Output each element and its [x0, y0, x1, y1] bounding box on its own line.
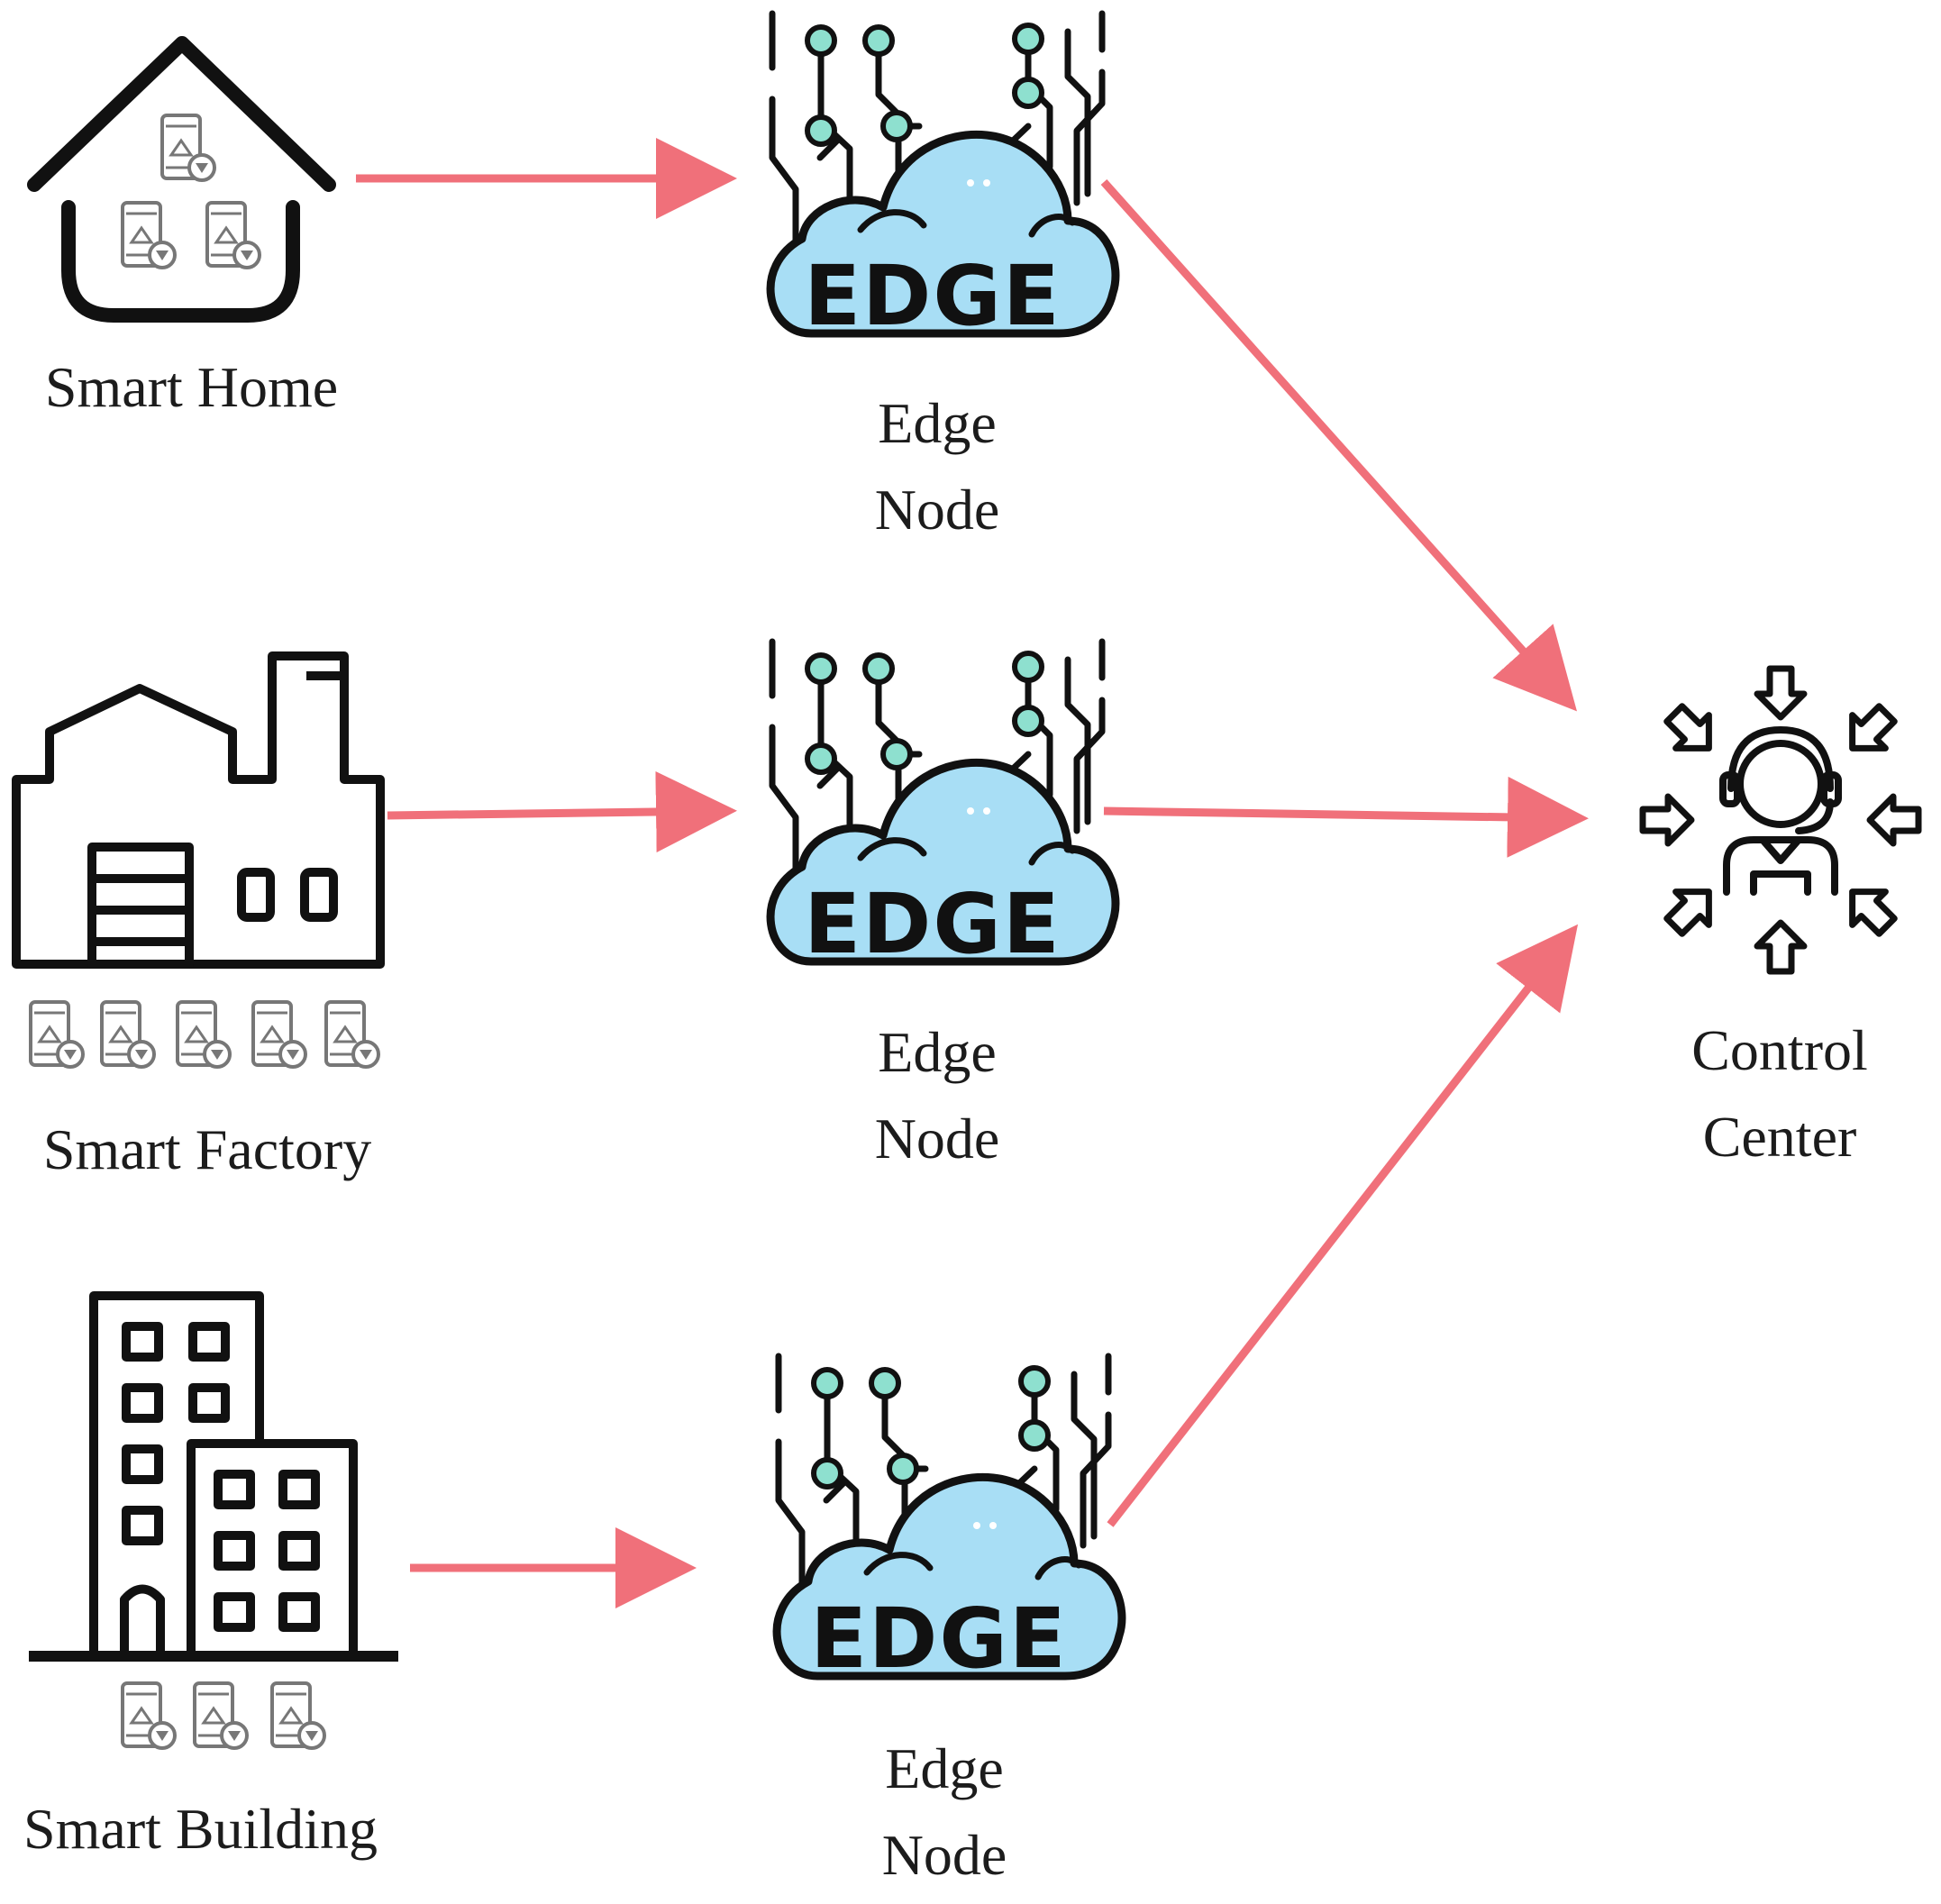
flow-arrows	[356, 138, 1589, 1608]
arrow-edge2-to-control	[1103, 776, 1589, 858]
building-devices	[121, 1681, 326, 1750]
iot-device-icon	[121, 1681, 177, 1750]
edge-node-label: Edge Node	[818, 1726, 1071, 1899]
edge-node-label: Edge Node	[811, 1009, 1063, 1182]
iot-device-icon	[176, 1000, 232, 1069]
inward-arrow-icon	[1836, 875, 1903, 943]
source-label-smart-building: Smart Building	[23, 1797, 378, 1861]
inward-arrow-icon	[1658, 697, 1726, 765]
edge-node-label-line1: Edge	[885, 1736, 1004, 1800]
control-center-icon	[1643, 669, 1918, 971]
inward-arrow-icon	[1870, 797, 1918, 843]
iot-device-icon	[100, 1000, 156, 1069]
arrow-edge1-to-control	[1100, 179, 1577, 712]
iot-device-icon	[29, 1000, 85, 1069]
edge-cloud-icon: EDGE	[770, 642, 1116, 972]
edge-node-label-line1: Edge	[878, 391, 997, 455]
iot-device-icon	[205, 201, 261, 269]
inward-arrow-icon	[1658, 875, 1726, 943]
arrow-edge3-to-control	[1107, 924, 1579, 1527]
control-center-label: Control Center	[1640, 1007, 1919, 1180]
edge-node-label: Edge Node	[811, 380, 1063, 553]
edge-badge: EDGE	[810, 1590, 1068, 1687]
iot-device-icon	[251, 1000, 307, 1069]
arrow-factory-to-edge	[387, 770, 737, 852]
control-center-label-line1: Control	[1691, 1018, 1868, 1082]
inward-arrow-icon	[1643, 797, 1691, 843]
edge-badge: EDGE	[804, 248, 1062, 344]
edge-node-label-line1: Edge	[878, 1020, 997, 1084]
iot-device-icon	[193, 1681, 249, 1750]
edge-cloud-icon: EDGE	[777, 1356, 1122, 1687]
inward-arrow-icon	[1757, 923, 1804, 971]
edge-node-label-line2: Node	[874, 1107, 1000, 1171]
source-label-smart-factory: Smart Factory	[42, 1117, 372, 1181]
control-center-label-line2: Center	[1702, 1105, 1857, 1169]
edge-badge: EDGE	[804, 876, 1062, 972]
source-label-smart-home: Smart Home	[44, 355, 339, 419]
inward-arrow-icon	[1836, 697, 1903, 765]
smart-building-icon	[29, 1291, 398, 1662]
iot-device-icon	[270, 1681, 326, 1750]
iot-device-icon	[121, 201, 177, 269]
inward-arrow-icon	[1757, 669, 1804, 717]
edge-node-label-line2: Node	[874, 478, 1000, 542]
iot-device-icon	[160, 114, 216, 182]
edge-cloud-icon: EDGE	[770, 14, 1116, 344]
smart-home-icon	[27, 36, 336, 323]
edge-node-label-line2: Node	[881, 1823, 1007, 1887]
smart-factory-icon	[12, 651, 385, 969]
iot-device-icon	[324, 1000, 380, 1069]
factory-devices	[29, 1000, 380, 1069]
